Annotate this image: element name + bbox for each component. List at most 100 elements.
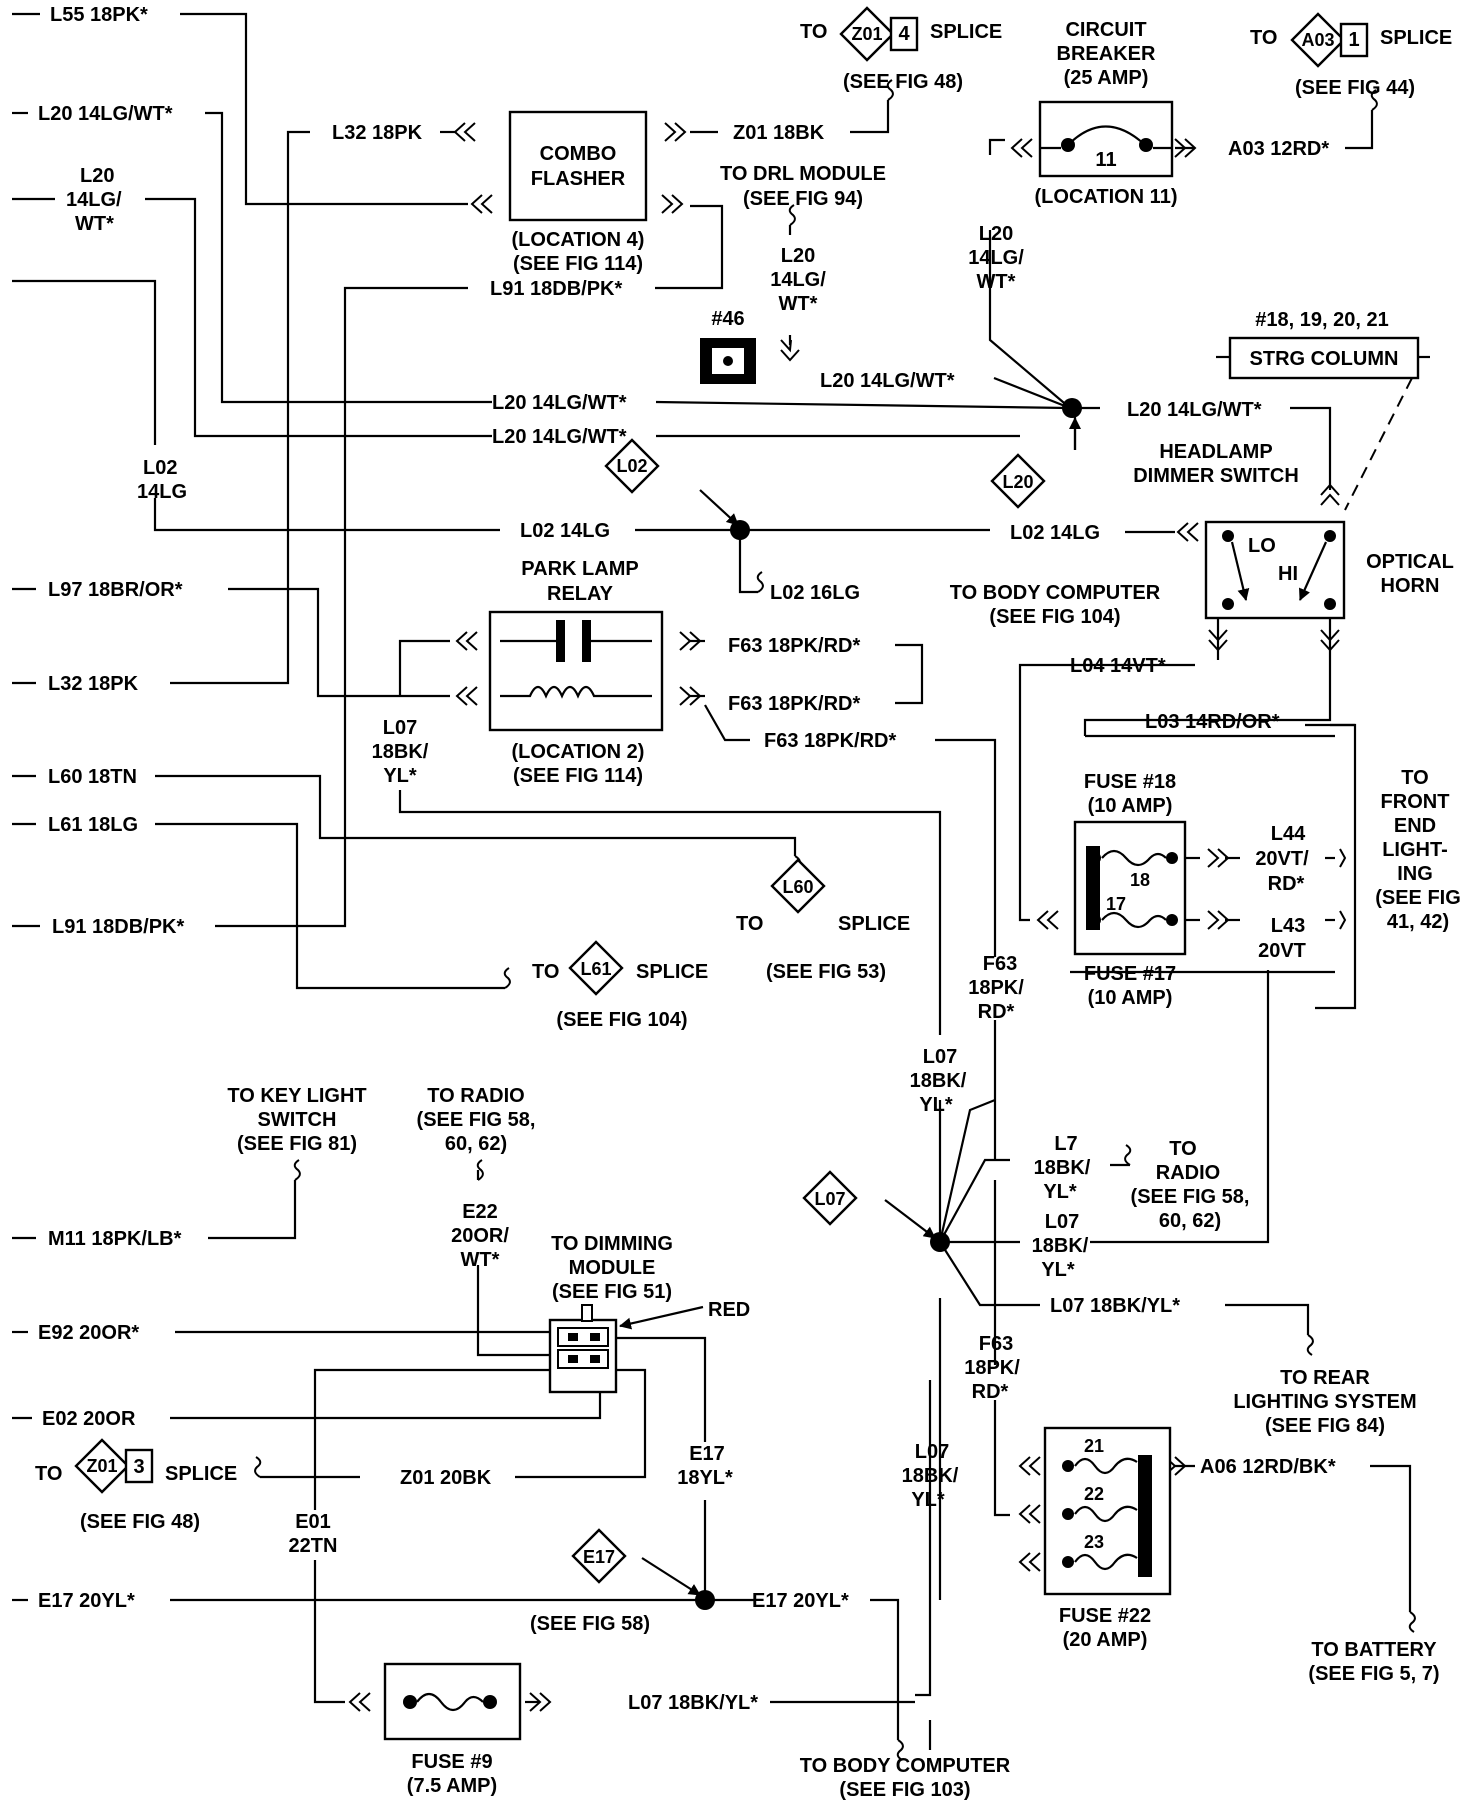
wire-l61-label: L61 18LG (48, 814, 138, 836)
splice-dot-e17 (695, 1590, 715, 1610)
z01-bottom-see: (SEE FIG 48) (80, 1511, 200, 1533)
wire-l02-b-label: L02 14LG (1010, 522, 1100, 544)
wire-l60-label: L60 18TN (48, 766, 137, 788)
e22-2: 20OR/ (451, 1225, 509, 1247)
e22-3: WT* (461, 1249, 500, 1271)
dimmer-wire-in: L20 14LG/WT* (1127, 399, 1262, 421)
red-label: RED (708, 1299, 750, 1321)
wire-l02-stack-1: L02 (143, 457, 177, 479)
key-light-1: TO KEY LIGHT (227, 1085, 366, 1107)
center-l07-low-3: YL* (911, 1489, 945, 1511)
center-f63-mid-2: 18PK/ (968, 977, 1024, 999)
rear-lighting-1: TO REAR (1280, 1367, 1370, 1389)
circuit-breaker-box (1038, 100, 1174, 178)
splice-dot-l07 (930, 1232, 950, 1252)
splice-id-l07: L07 (814, 1189, 845, 1209)
z01-top-see: (SEE FIG 48) (843, 71, 963, 93)
splice-id-l02: L02 (616, 456, 647, 476)
radio-left-3: 60, 62) (445, 1133, 507, 1155)
center-l07-mid-3: YL* (919, 1094, 953, 1116)
center-f63-mid-1: F63 (983, 953, 1017, 975)
center-l07-low-1: L07 (915, 1441, 949, 1463)
reference-ticks (254, 79, 1416, 1761)
center-l07-right-1: L07 (1045, 1211, 1079, 1233)
park-lamp-relay-l07-2: 18BK/ (372, 741, 429, 763)
fuse-17-label-1: FUSE #17 (1084, 963, 1176, 985)
center-l7-radio-1: L7 (1054, 1133, 1077, 1155)
z01-top-to: TO (800, 21, 827, 43)
center-l07-low-2: 18BK/ (902, 1465, 959, 1487)
l61-see: (SEE FIG 104) (556, 1009, 687, 1031)
wire-l20-stack-3: WT* (75, 213, 114, 235)
fuse-l44-2: 20VT/ (1255, 848, 1309, 870)
body-computer-top-2: (SEE FIG 104) (989, 606, 1120, 628)
combo-flasher-title-1: COMBO (540, 143, 617, 165)
l61-splice: SPLICE (636, 961, 708, 983)
a03-to: TO (1250, 27, 1277, 49)
front-end-2: FRONT (1381, 791, 1450, 813)
circuit-breaker-title-2: BREAKER (1057, 43, 1156, 65)
steering-column-label: STRG COLUMN (1250, 348, 1399, 370)
z01-bottom-to: TO (35, 1463, 62, 1485)
wire-l04-label: L04 14VT* (1070, 655, 1166, 677)
drl-line2: (SEE FIG 94) (743, 188, 863, 210)
rear-lighting-2: LIGHTING SYSTEM (1233, 1391, 1416, 1413)
combo-flasher-in-l32: L32 18PK (332, 122, 423, 144)
park-lamp-relay-box (488, 610, 664, 732)
circuit-breaker-title-1: CIRCUIT (1065, 19, 1146, 41)
fuse-l44-3: RD* (1268, 873, 1305, 895)
z01-bottom-splice: SPLICE (165, 1463, 237, 1485)
combo-flasher-location-1: (LOCATION 4) (512, 229, 645, 251)
e17-stack-1: E17 (689, 1443, 725, 1465)
center-l07-right-2: 18BK/ (1032, 1235, 1089, 1257)
center-l07-mid-1: L07 (923, 1046, 957, 1068)
radio-left-2: (SEE FIG 58, (417, 1109, 536, 1131)
fuse-22-out: A06 12RD/BK* (1200, 1456, 1336, 1478)
radio-right-2: RADIO (1156, 1162, 1220, 1184)
e01-2: 22TN (289, 1535, 338, 1557)
center-f63-mid-3: RD* (978, 1001, 1015, 1023)
e22-1: E22 (462, 1201, 498, 1223)
dimmer-title-1: HEADLAMP (1159, 441, 1272, 463)
drl-wire-2: 14LG/ (770, 269, 826, 291)
dimming-module-connector-icon (548, 1304, 618, 1394)
center-l07-mid-2: 18BK/ (910, 1070, 967, 1092)
steering-column-box (1228, 336, 1420, 380)
circuit-breaker-wire-2: 14LG/ (968, 247, 1024, 269)
fuse-22-n23: 23 (1084, 1532, 1104, 1552)
fuse-18-num: 18 (1130, 870, 1150, 890)
wire-e92-label: E92 20OR* (38, 1322, 139, 1344)
optical-horn-2: HORN (1381, 575, 1440, 597)
park-lamp-relay-title-2: RELAY (547, 583, 614, 605)
center-l07-rear: L07 18BK/YL* (1050, 1295, 1180, 1317)
fuse-l44-1: L44 (1271, 823, 1306, 845)
body-computer-bottom-2: (SEE FIG 103) (839, 1779, 970, 1800)
wire-l20-stack-1: L20 (80, 165, 114, 187)
fuse-9-label-2: (7.5 AMP) (407, 1775, 497, 1797)
dimming-module-3: (SEE FIG 51) (552, 1281, 672, 1303)
z01-bottom-num: 3 (133, 1456, 144, 1478)
fuse-l43-1: L43 (1271, 915, 1305, 937)
dimming-module-1: TO DIMMING (551, 1233, 673, 1255)
splice-diamonds (74, 6, 1369, 1584)
circuit-breaker-num: 11 (1095, 149, 1116, 171)
z01-top-num: 4 (898, 23, 910, 45)
optical-horn-1: OPTICAL (1366, 551, 1454, 573)
z01-bottom-id: Z01 (86, 1456, 117, 1476)
front-end-4: LIGHT- (1382, 839, 1448, 861)
park-lamp-relay-location-2: (SEE FIG 114) (513, 765, 643, 787)
combo-flasher-title-2: FLASHER (531, 168, 626, 190)
l61-id: L61 (580, 959, 611, 979)
fuse-17-num: 17 (1106, 894, 1126, 914)
park-lamp-relay-f63-c: F63 18PK/RD* (764, 730, 896, 752)
fuse-9-label-1: FUSE #9 (411, 1751, 492, 1773)
circuit-breaker-title-3: (25 AMP) (1064, 67, 1149, 89)
body-computer-bottom-1: TO BODY COMPUTER (800, 1755, 1011, 1777)
combo-flasher-box (508, 110, 648, 222)
dimming-module-2: MODULE (569, 1257, 656, 1279)
wire-e02-label: E02 20OR (42, 1408, 136, 1430)
center-f63-low-3: RD* (972, 1381, 1009, 1403)
l60-id: L60 (782, 877, 813, 897)
l61-to: TO (532, 961, 559, 983)
fuse-22-label-2: (20 AMP) (1063, 1629, 1148, 1651)
